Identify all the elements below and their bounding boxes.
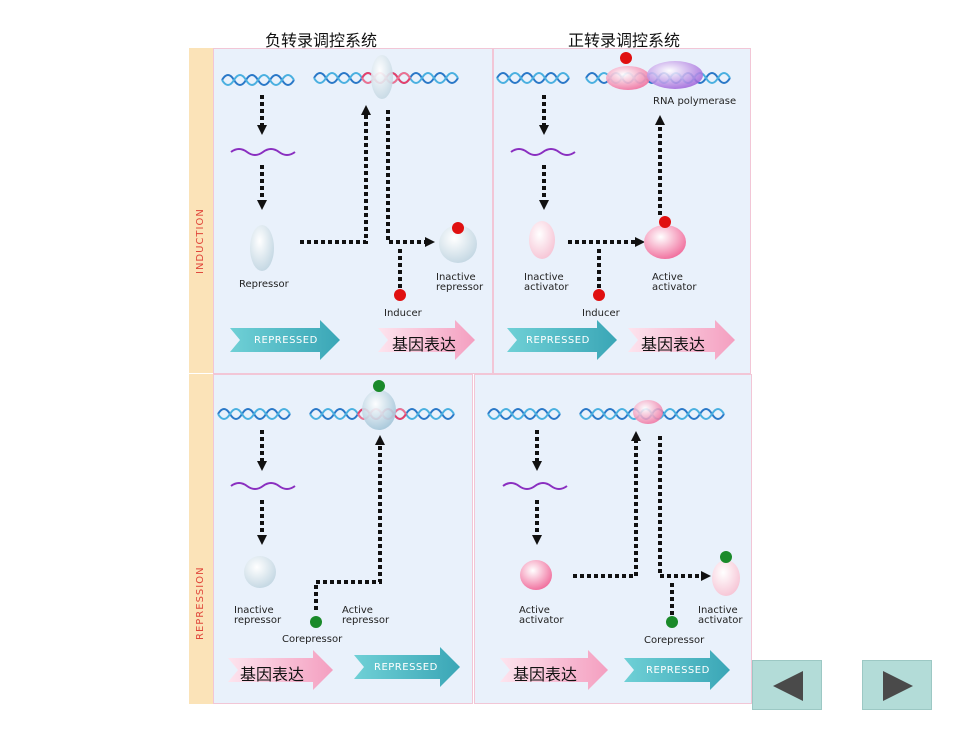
repressed-arrow-1 [230, 320, 340, 360]
prev-slide-button[interactable] [752, 660, 822, 710]
label-inactive-repressor-1a: Inactive [436, 272, 476, 283]
expression-arrow-1 [378, 320, 475, 360]
label-inactive-repressor-1b: repressor [436, 282, 484, 293]
repressed-arrow-3 [354, 647, 460, 687]
expression-arrow-4 [500, 650, 608, 690]
expression-arrow-2 [628, 320, 735, 360]
label-active-repressor-3b: repressor [342, 615, 390, 626]
label-expression-1: 基因表达 [392, 335, 457, 354]
label-inactive-repressor-3a: Inactive [234, 605, 274, 616]
active-activator-4 [520, 560, 552, 590]
label-expression-2: 基因表达 [641, 335, 706, 354]
dna-helix-upstream-4 [487, 408, 561, 420]
panel-negative-repression [213, 374, 473, 704]
inducer-bound [452, 222, 464, 234]
panel-positive-induction [493, 48, 751, 374]
label-inactive-activator-2a: Inactive [524, 272, 564, 283]
label-inducer-1: Inducer [384, 308, 422, 319]
repression-band [189, 374, 213, 704]
label-inactive-activator-4a: Inactive [698, 605, 738, 616]
triangle-right-icon [883, 671, 913, 701]
label-corepressor-3: Corepressor [282, 634, 343, 645]
repressor-protein [250, 225, 274, 271]
repressor-off-dna [371, 55, 393, 99]
label-inducer-2: Inducer [582, 308, 620, 319]
inactive-repressor-protein [439, 225, 477, 263]
label-rna-polymerase: RNA polymerase [653, 96, 737, 107]
label-active-repressor-3a: Active [342, 605, 373, 616]
label-repressor: Repressor [239, 279, 289, 290]
label-expression-4: 基因表达 [513, 665, 578, 684]
label-active-activator-4a: Active [519, 605, 550, 616]
activator-leaving-dna [633, 400, 663, 424]
mrna-4 [502, 482, 568, 490]
dna-helix-upstream-3 [217, 408, 291, 420]
inactive-activator-protein [529, 221, 555, 259]
panel-negative-induction [213, 48, 493, 374]
inducer-bound-2 [659, 216, 671, 228]
corepressor-molecule-4 [666, 616, 678, 628]
rna-polymerase-shape [647, 61, 703, 89]
label-inactive-activator-2b: activator [524, 282, 569, 293]
arrow-release-4 [658, 436, 711, 581]
inactive-activator-4 [712, 560, 740, 596]
label-expression-3: 基因表达 [240, 665, 305, 684]
label-inactive-activator-4b: activator [698, 615, 743, 626]
induction-band [189, 48, 213, 373]
active-repressor-on-dna [362, 390, 396, 430]
arrow-corepressor-to-dna-3 [314, 435, 385, 610]
arrow-release-1 [386, 110, 435, 247]
dna-helix-upstream [221, 74, 295, 86]
corepressor-bound-4 [720, 551, 732, 563]
corepressor-on-repressor [373, 380, 385, 392]
mrna-2 [510, 148, 576, 156]
title-positive-control: 正转录调控系统 [568, 31, 681, 50]
label-corepressor-4: Corepressor [644, 635, 705, 646]
inducer-molecule-2 [593, 289, 605, 301]
next-slide-button[interactable] [862, 660, 932, 710]
label-active-activator-2a: Active [652, 272, 683, 283]
label-active-activator-4b: activator [519, 615, 564, 626]
arrow-activator-to-dna-4 [573, 431, 641, 578]
arrow-repressor-to-operator-1 [300, 105, 371, 244]
mrna-3 [230, 482, 296, 490]
label-active-activator-2b: activator [652, 282, 697, 293]
triangle-left-icon [773, 671, 803, 701]
label-repressed-4: REPRESSED [646, 665, 710, 676]
repressed-arrow-4 [624, 650, 730, 690]
inducer-on-activator [620, 52, 632, 64]
repressed-arrow-2 [507, 320, 617, 360]
active-activator-protein [644, 225, 686, 259]
expression-arrow-3 [228, 650, 333, 690]
label-repressed-3: REPRESSED [374, 662, 438, 673]
dna-helix-upstream-2 [496, 72, 570, 84]
inducer-molecule-1 [394, 289, 406, 301]
corepressor-molecule-3 [310, 616, 322, 628]
mrna-1 [230, 148, 296, 156]
title-negative-control: 负转录调控系统 [265, 31, 378, 50]
label-repressed-1: REPRESSED [254, 335, 318, 346]
inactive-repressor-3 [244, 556, 276, 588]
activator-on-dna [606, 66, 650, 90]
label-repressed-2: REPRESSED [526, 335, 590, 346]
panel-positive-repression [474, 374, 752, 704]
label-inactive-repressor-3b: repressor [234, 615, 282, 626]
